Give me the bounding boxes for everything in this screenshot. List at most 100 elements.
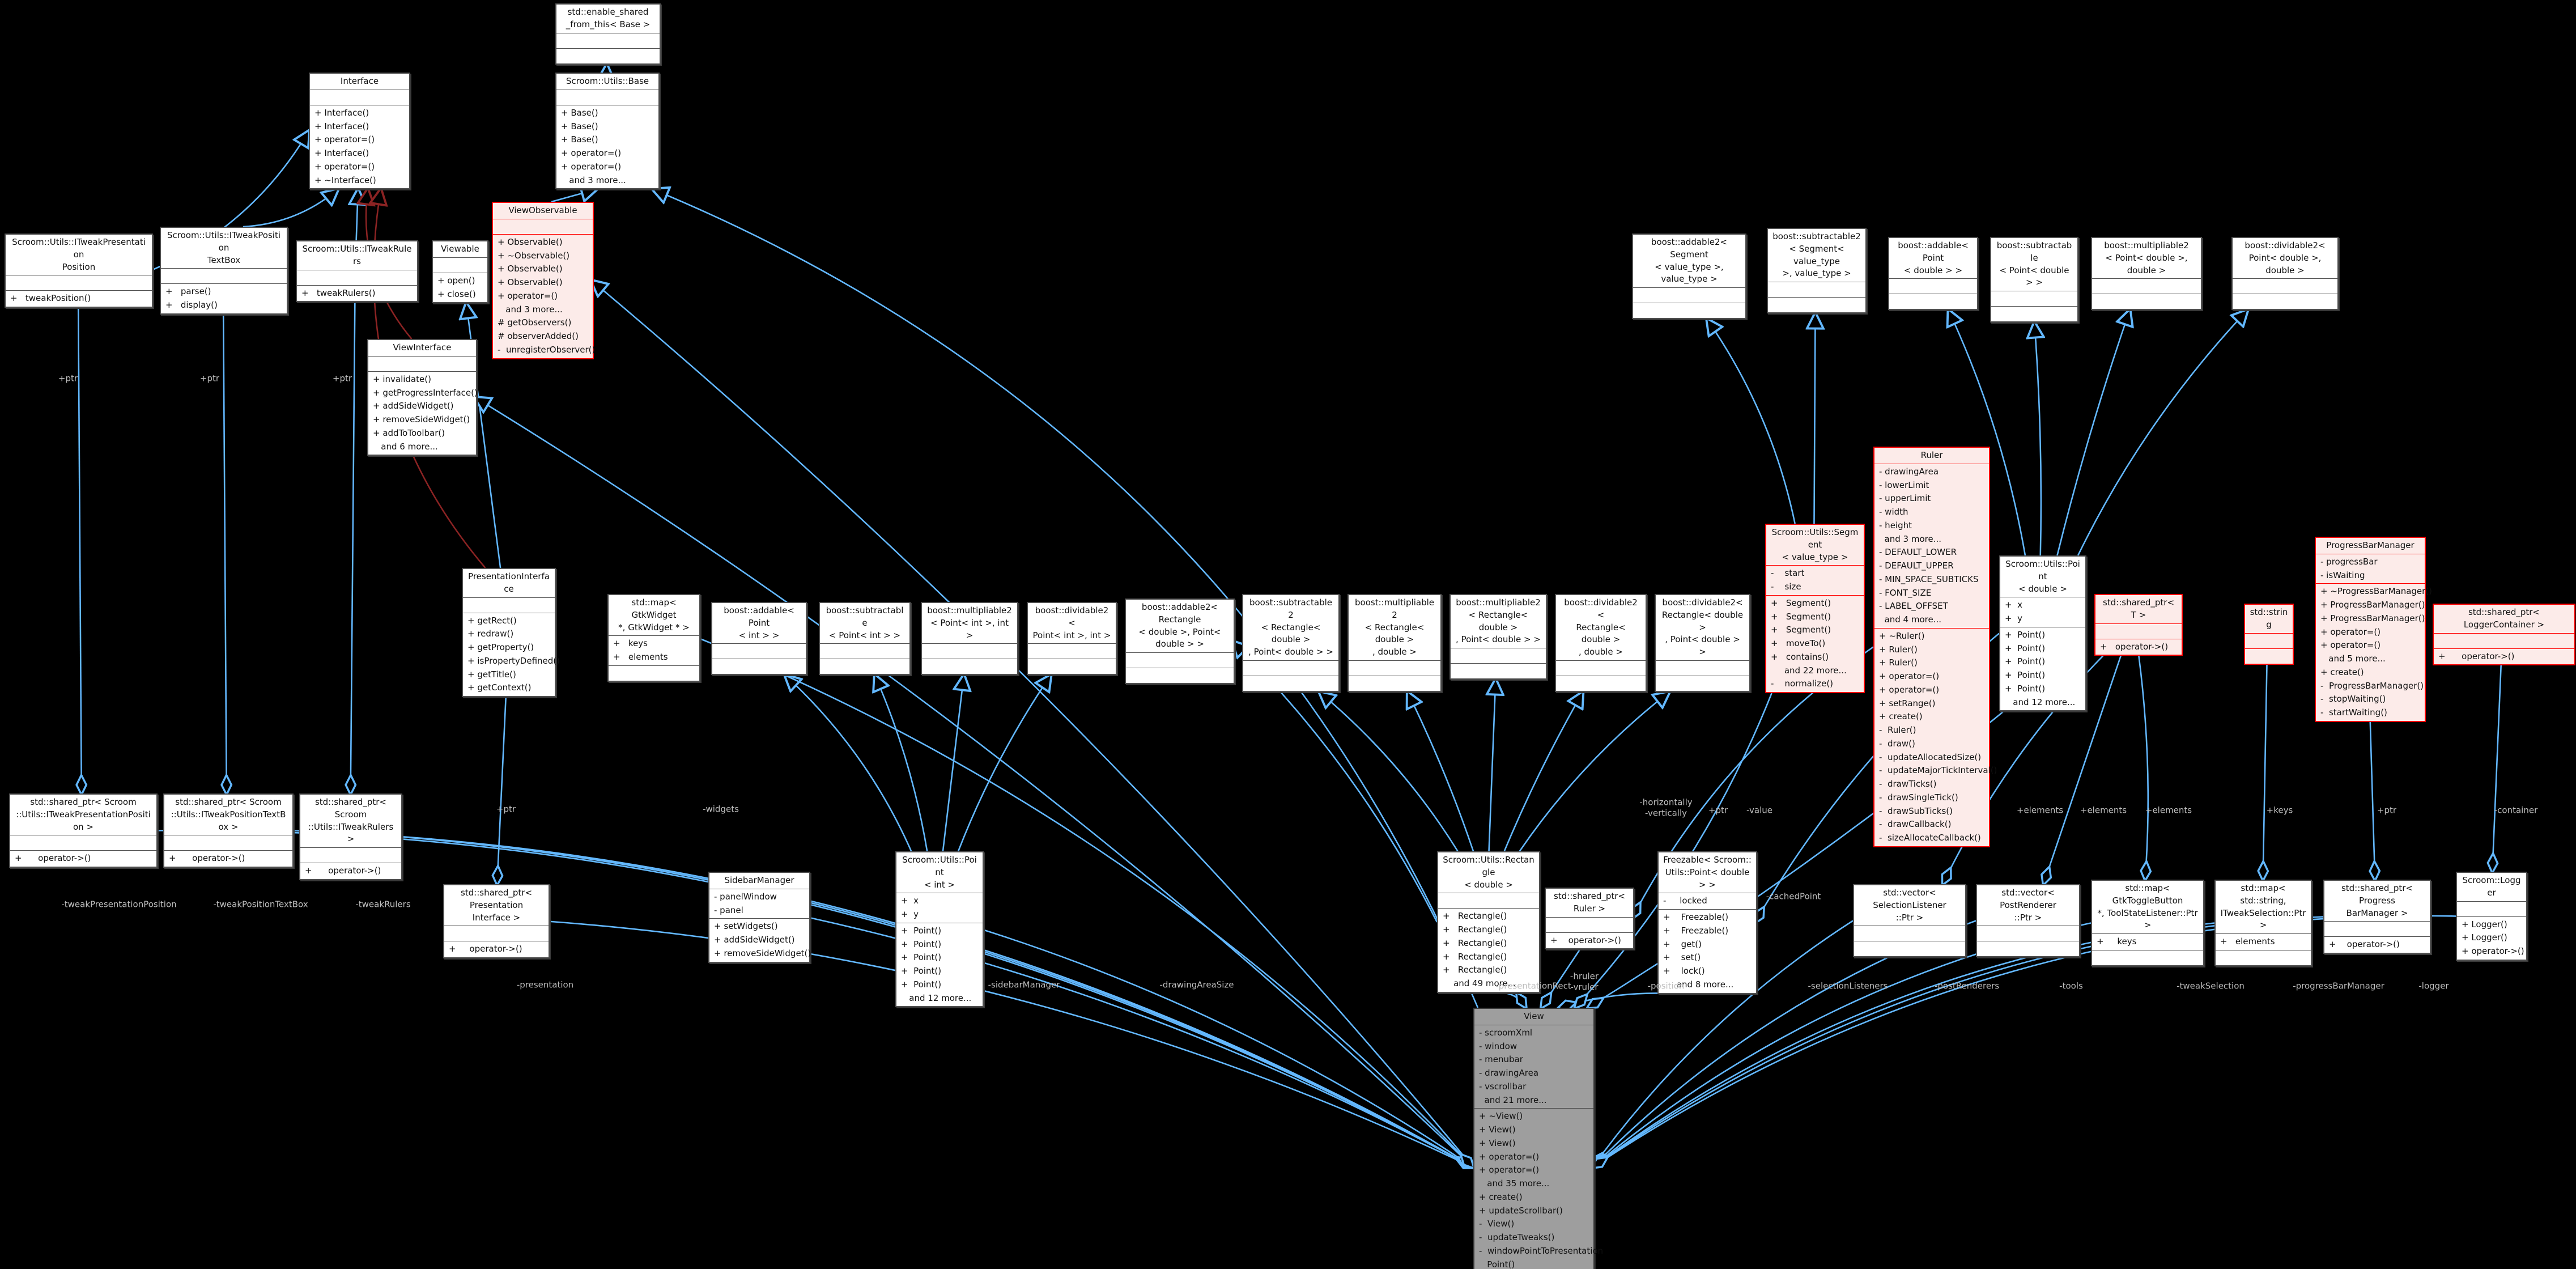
class-node-tweakPresPos[interactable]: Scroom::Utils::ITweakPresentation Positi… bbox=[5, 234, 153, 308]
member-line: + updateScrollbar() bbox=[1479, 1205, 1563, 1216]
class-title: boost::multipliable2 < Rectangle< double… bbox=[1355, 597, 1434, 657]
class-title: std::shared_ptr< Scroom ::Utils::ITweakP… bbox=[171, 797, 286, 832]
class-node-spLoggerContainer[interactable]: std::shared_ptr< LoggerContainer >+ oper… bbox=[2433, 604, 2575, 666]
class-node-bSub2Rect[interactable]: boost::subtractable2 < Rectangle< double… bbox=[1242, 594, 1340, 692]
class-node-spPresentationInterface[interactable]: std::shared_ptr< Presentation Interface … bbox=[443, 884, 550, 958]
class-node-spTweakPresPos[interactable]: std::shared_ptr< Scroom ::Utils::ITweakP… bbox=[9, 793, 158, 868]
class-title: std::string bbox=[2250, 607, 2288, 630]
class-node-mapTweakSel[interactable]: std::map< std::string, ITweakSelection::… bbox=[2214, 880, 2312, 966]
member-line: + keys bbox=[613, 638, 648, 649]
attributes-section bbox=[556, 32, 660, 48]
class-node-bMulPointD[interactable]: boost::multipliable2 < Point< double >, … bbox=[2091, 237, 2202, 311]
attributes-section bbox=[2092, 278, 2201, 294]
member-edge-progressBarManager-to-spProgressBarManager bbox=[2370, 721, 2375, 880]
methods-section: + operator->() bbox=[444, 941, 549, 957]
class-node-bAddPointD[interactable]: boost::addable< Point < double > > bbox=[1888, 237, 1978, 311]
attributes-section: - scroomXml- window- menubar- drawingAre… bbox=[1474, 1024, 1593, 1109]
class-node-presentationInterface[interactable]: PresentationInterface+ getRect()+ redraw… bbox=[462, 568, 560, 697]
edge-label: -tools bbox=[2059, 981, 2083, 991]
member-line: + ProgressBarManager() bbox=[2320, 600, 2425, 610]
class-node-sidebarManager[interactable]: SidebarManager- panelWindow- panel+ setW… bbox=[708, 872, 811, 963]
class-node-bDivPointInt[interactable]: boost::dividable2< Point< int >, int > bbox=[1027, 602, 1117, 676]
class-title: std::shared_ptr< Scroom ::Utils::ITweakP… bbox=[16, 797, 151, 832]
methods-section: + Segment()+ Segment()+ Segment()+ moveT… bbox=[1766, 595, 1864, 692]
inheritance-edge-rectangleDouble-to-bMul2RectD bbox=[1408, 692, 1474, 852]
class-node-bAdd2Rect[interactable]: boost::addable2< Rectangle < double >, P… bbox=[1125, 599, 1235, 684]
class-node-spTweakRulers[interactable]: std::shared_ptr< Scroom ::Utils::ITweakR… bbox=[299, 793, 402, 880]
class-node-bMulPointInt[interactable]: boost::multipliable2 < Point< int >, int… bbox=[921, 602, 1018, 676]
attributes-section bbox=[1438, 893, 1539, 908]
class-title: Scroom::Utils::Rectangle < double > bbox=[1443, 855, 1534, 890]
member-line: and 12 more... bbox=[2005, 697, 2076, 707]
class-node-logger[interactable]: Scroom::Logger+ Logger()+ Logger()+ oper… bbox=[2456, 872, 2527, 961]
class-node-rectangleDouble[interactable]: Scroom::Utils::Rectangle < double >+ Rec… bbox=[1437, 851, 1540, 993]
class-node-viewable[interactable]: Viewable+ open()+ close() bbox=[432, 240, 488, 304]
class-node-pointInt[interactable]: Scroom::Utils::Point < int >+ x+ y+ Poin… bbox=[895, 851, 984, 1008]
class-node-tweakRulers[interactable]: Scroom::Utils::ITweakRulers+ tweakRulers… bbox=[296, 240, 418, 303]
member-line: + Interface() bbox=[314, 148, 369, 158]
class-node-bDivPointD[interactable]: boost::dividable2< Point< double >, doub… bbox=[2231, 237, 2339, 311]
class-node-pointDouble[interactable]: Scroom::Utils::Point < double >+ x+ y+ P… bbox=[1999, 555, 2086, 712]
attributes-section bbox=[2434, 633, 2574, 648]
member-line: + Interface() bbox=[314, 121, 369, 131]
member-line: + operator->() bbox=[15, 853, 91, 864]
member-edge-pointInt-to-view bbox=[981, 928, 1473, 1168]
class-node-base[interactable]: Scroom::Utils::Base+ Base()+ Base()+ Bas… bbox=[555, 73, 660, 190]
class-node-bAddPointInt[interactable]: boost::addable< Point < int > > bbox=[711, 602, 807, 676]
class-node-vecSelListener[interactable]: std::vector< SelectionListener ::Ptr > bbox=[1853, 884, 1966, 958]
class-node-enableShared[interactable]: std::enable_shared _from_this< Base > bbox=[555, 3, 661, 65]
class-node-mapToggle[interactable]: std::map< GtkToggleButton *, ToolStateLi… bbox=[2091, 880, 2204, 966]
member-line: + ~Interface() bbox=[314, 175, 376, 185]
class-node-spProgressBarManager[interactable]: std::shared_ptr< Progress BarManager >+ … bbox=[2323, 880, 2431, 954]
member-line: - stopWaiting() bbox=[2320, 694, 2386, 704]
edge-label: -selectionListeners bbox=[1808, 981, 1888, 991]
attributes-section bbox=[1768, 282, 1865, 297]
class-node-sharedPtrT[interactable]: std::shared_ptr< T >+ operator->() bbox=[2094, 594, 2183, 656]
member-edge-spTweakPresPos-to-view bbox=[155, 829, 1473, 1168]
class-node-vecPostRenderer[interactable]: std::vector< PostRenderer ::Ptr > bbox=[1976, 884, 2080, 958]
class-node-bSubPointInt[interactable]: boost::subtractable < Point< int > > bbox=[819, 602, 911, 676]
member-line: + operator=() bbox=[2320, 640, 2381, 651]
class-node-bSubPointD[interactable]: boost::subtractable < Point< double > > bbox=[1990, 237, 2078, 322]
member-line: + x bbox=[2005, 600, 2022, 610]
class-node-spTweakPosTextBox[interactable]: std::shared_ptr< Scroom ::Utils::ITweakP… bbox=[163, 793, 294, 868]
class-node-stdString[interactable]: std::string bbox=[2244, 604, 2294, 665]
class-node-interface[interactable]: Interface+ Interface()+ Interface()+ ope… bbox=[309, 73, 410, 190]
class-title: boost::addable< Point < int > > bbox=[724, 605, 794, 640]
class-node-bDiv2RectD[interactable]: boost::dividable2< Rectangle< double > ,… bbox=[1555, 594, 1647, 692]
class-node-bDiv2RectP[interactable]: boost::dividable2< Rectangle< double > ,… bbox=[1655, 594, 1750, 692]
class-node-progressBarManager[interactable]: ProgressBarManager- progressBar- isWaiti… bbox=[2315, 537, 2432, 722]
class-node-view[interactable]: View- scroomXml- window- menubar- drawin… bbox=[1473, 1008, 1603, 1269]
class-node-segment[interactable]: Scroom::Utils::Segment < value_type >- s… bbox=[1765, 524, 1865, 693]
attributes-section bbox=[310, 89, 409, 105]
class-node-bAdd2Seg[interactable]: boost::addable2< Segment < value_type >,… bbox=[1632, 234, 1746, 319]
edge-label: +ptr bbox=[1708, 805, 1728, 816]
class-node-viewInterface[interactable]: ViewInterface+ invalidate()+ getProgress… bbox=[367, 339, 478, 456]
member-line: and 3 more... bbox=[1879, 533, 1941, 544]
class-node-bSub2Seg[interactable]: boost::subtractable2 < Segment< value_ty… bbox=[1767, 228, 1867, 313]
methods-section bbox=[1451, 663, 1546, 678]
member-edge-spRuler-to-view bbox=[1541, 949, 1581, 1008]
member-line: + removeSideWidget() bbox=[373, 414, 470, 425]
member-line: - progressBar bbox=[2320, 556, 2378, 567]
member-line: + addToToolbar() bbox=[373, 427, 445, 438]
class-node-spRuler[interactable]: std::shared_ptr< Ruler >+ operator->() bbox=[1545, 888, 1634, 950]
edge-label: -postRenderers bbox=[1934, 981, 2000, 991]
member-line: + operator=() bbox=[314, 161, 375, 172]
class-node-bMul2RectP[interactable]: boost::multipliable2 < Rectangle< double… bbox=[1449, 594, 1547, 680]
member-edge-logger-to-view bbox=[1592, 915, 2456, 1168]
class-node-viewObservable[interactable]: ViewObservable+ Observable()+ ~Observabl… bbox=[492, 202, 595, 359]
class-node-mapGtkWidget[interactable]: std::map< GtkWidget *, GtkWidget * >+ ke… bbox=[607, 594, 700, 682]
attributes-section bbox=[10, 835, 156, 850]
attributes-section bbox=[300, 847, 401, 863]
member-line: + lock() bbox=[1663, 966, 1705, 976]
member-line: and 6 more... bbox=[373, 441, 438, 452]
class-node-ruler[interactable]: Ruler- drawingArea- lowerLimit- upperLim… bbox=[1873, 447, 1997, 847]
class-node-tweakPosTextBox[interactable]: Scroom::Utils::ITweakPosition TextBox+ p… bbox=[160, 227, 288, 315]
member-line: + Point() bbox=[2005, 670, 2046, 680]
class-node-bMul2RectD[interactable]: boost::multipliable2 < Rectangle< double… bbox=[1347, 594, 1442, 692]
edge-label: -horizontally -vertically bbox=[1639, 797, 1693, 818]
class-node-freezable[interactable]: Freezable< Scroom:: Utils::Point< double… bbox=[1657, 851, 1757, 994]
methods-section: + Freezable()+ Freezable()+ get()+ set()… bbox=[1659, 909, 1756, 993]
class-title: boost::addable< Point < double > > bbox=[1898, 240, 1969, 275]
